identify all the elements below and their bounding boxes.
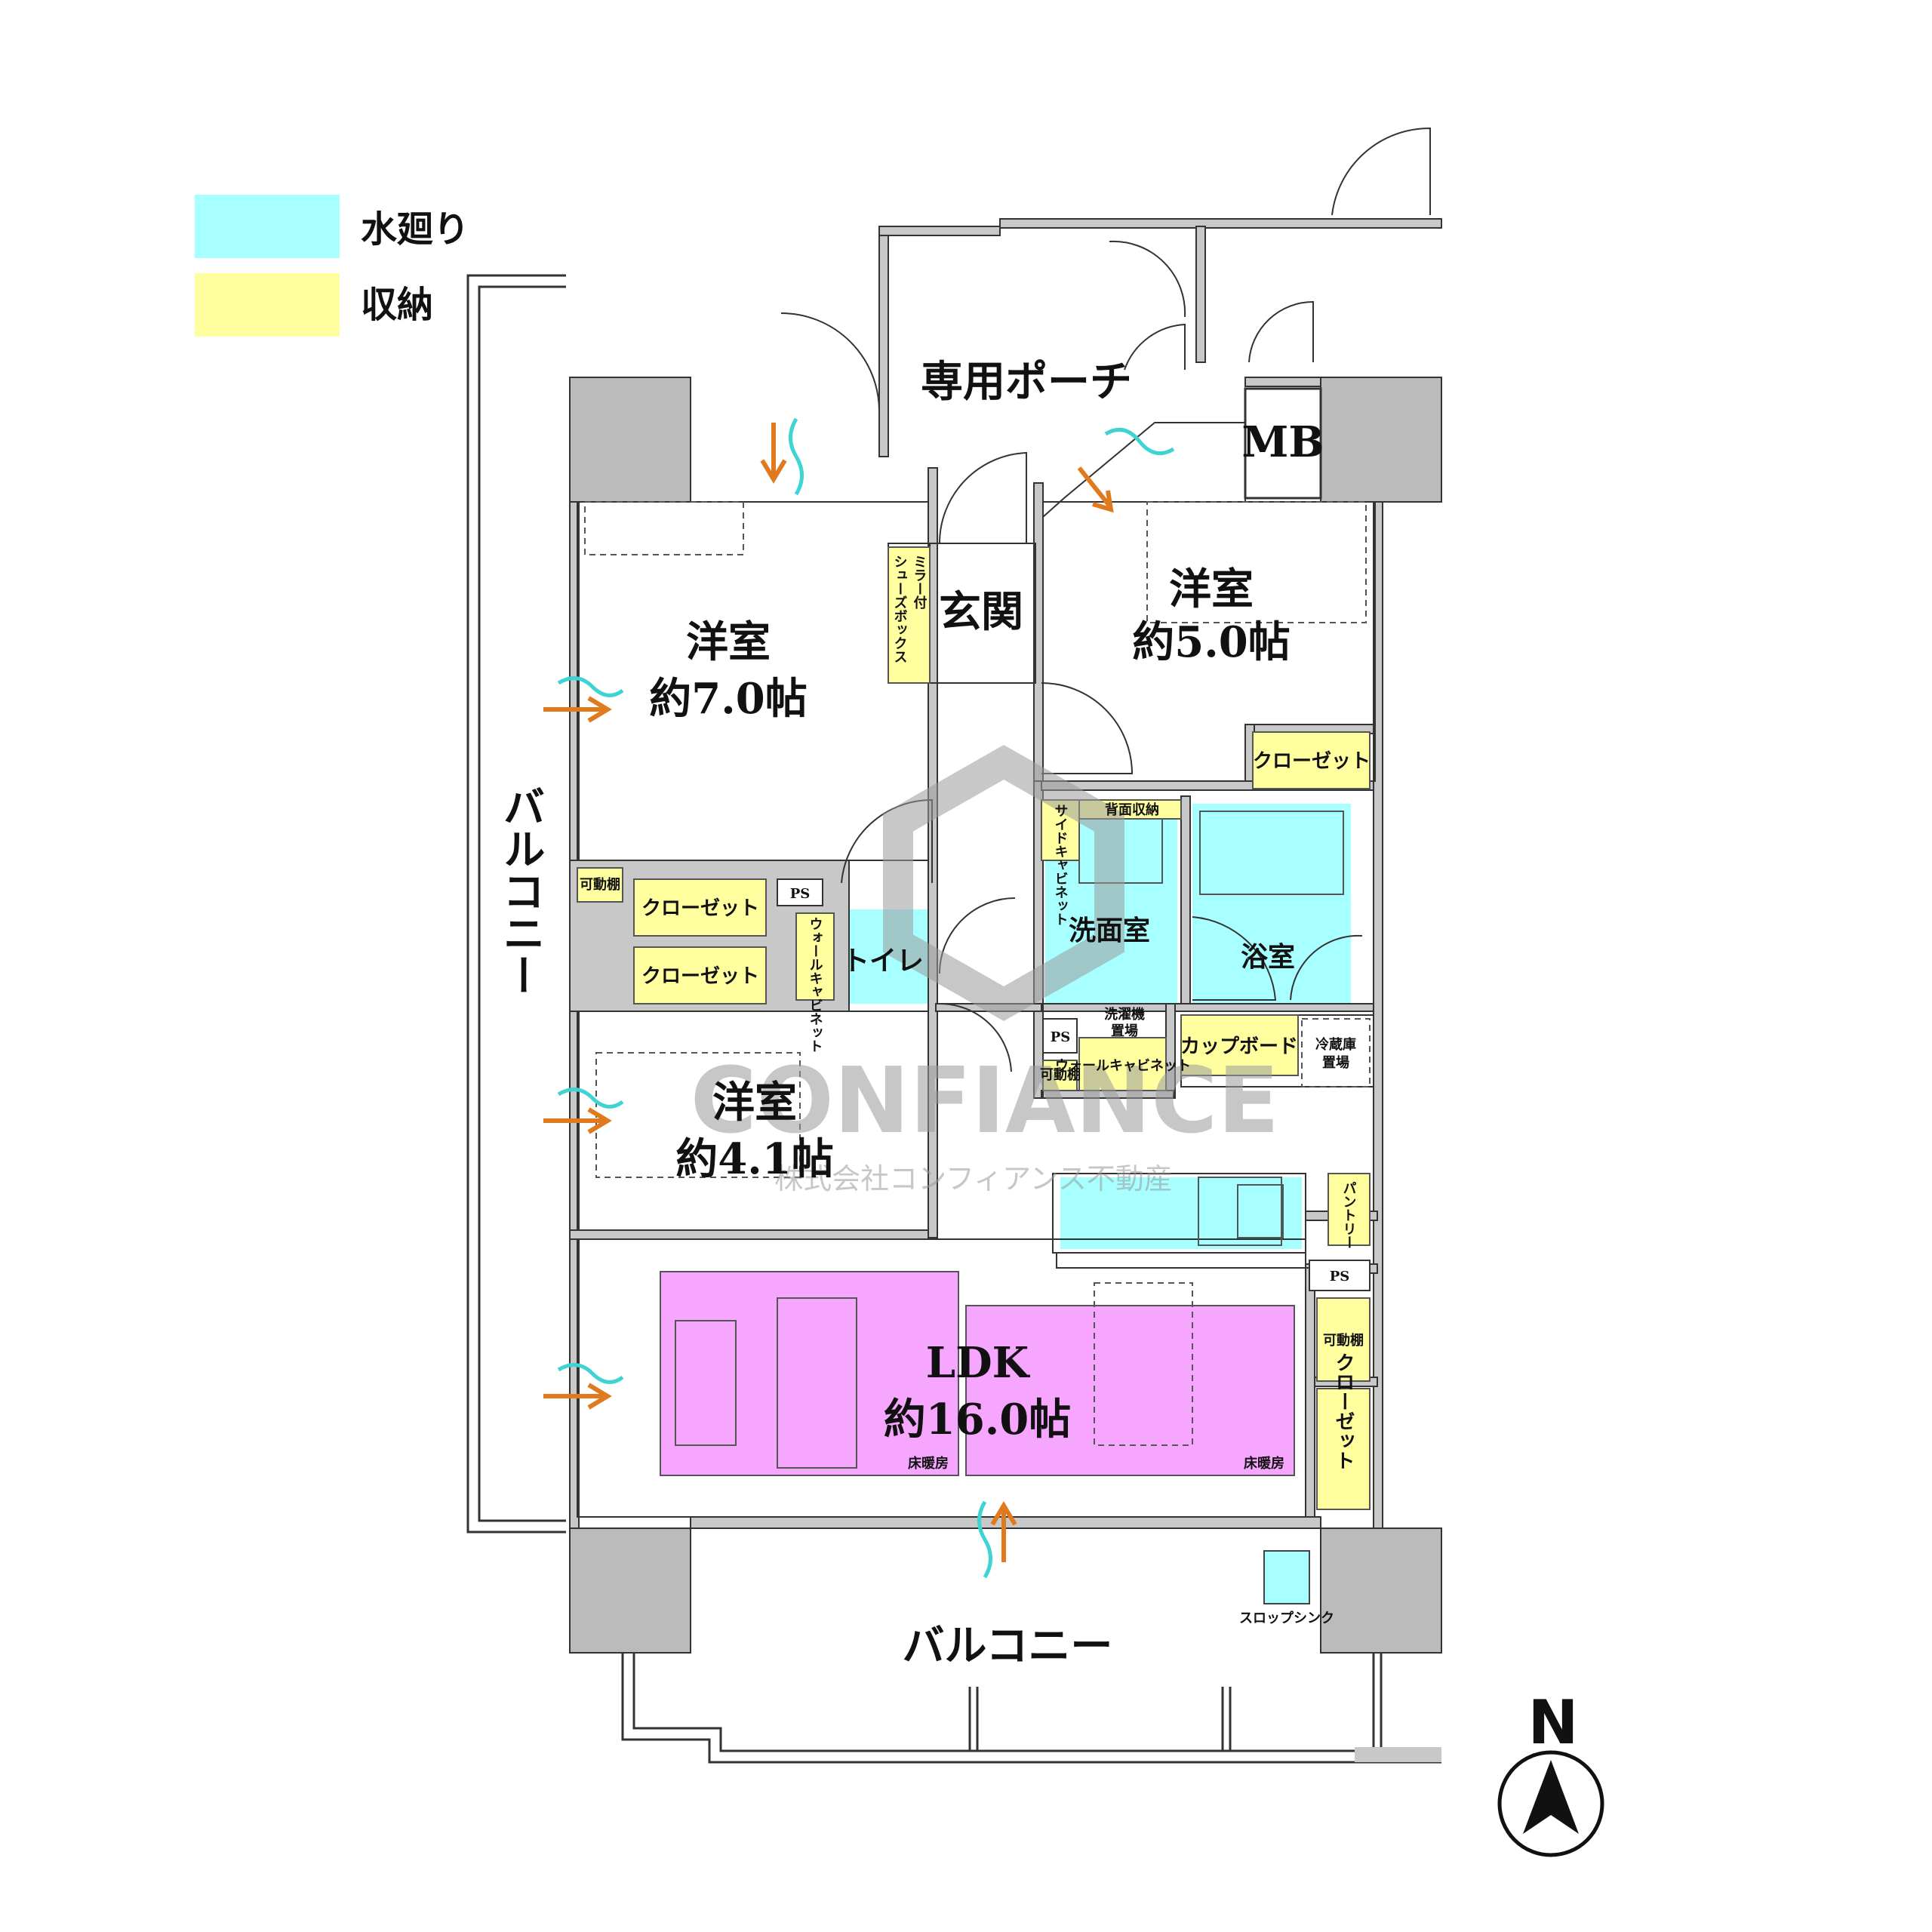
legend-label-storage: 収納 bbox=[361, 284, 433, 326]
western1-name: 洋室 bbox=[686, 617, 771, 667]
cupboard-label: カップボード bbox=[1180, 1035, 1298, 1058]
watermark-brand: CONFIANCE bbox=[691, 1049, 1279, 1154]
bath-label: 浴室 bbox=[1241, 941, 1295, 973]
legend: 水廻り 収納 bbox=[195, 195, 469, 337]
cupboard-box bbox=[1180, 1014, 1299, 1076]
closet-a-box bbox=[633, 878, 767, 937]
closet-b-box bbox=[633, 946, 767, 1004]
ps-boxes bbox=[777, 878, 1371, 1291]
floor-heating-dining bbox=[965, 1305, 1295, 1476]
porch-label: 専用ポーチ bbox=[921, 357, 1132, 407]
floor-heating-living bbox=[660, 1271, 959, 1476]
floor-heat-1-label: 床暖房 bbox=[908, 1455, 949, 1472]
wall-cabinet-wash-label: ウォールキャビネット bbox=[1055, 1058, 1191, 1074]
shoebox bbox=[888, 546, 931, 684]
floor-heat-2-label: 床暖房 bbox=[1244, 1455, 1284, 1472]
watermark-logo bbox=[883, 744, 1124, 1022]
closet-r2-box bbox=[1252, 731, 1371, 789]
closet-a-label: クローゼット bbox=[641, 897, 759, 920]
western3-name: 洋室 bbox=[712, 1078, 797, 1128]
wall-cabinet-toilet-label: ウォールキャビネット bbox=[808, 917, 823, 1053]
movable-shelf-2-label: 可動棚 bbox=[1040, 1066, 1081, 1083]
pantry-box bbox=[1327, 1173, 1371, 1246]
balcony-south bbox=[621, 1653, 1441, 1764]
shoebox-label-2: シューズボックス bbox=[892, 555, 908, 663]
ps1-label: PS bbox=[790, 886, 811, 902]
movable-shelf-1-box bbox=[577, 867, 623, 903]
shoebox-label-1: ミラー付 bbox=[912, 555, 928, 610]
entrance-label: 玄関 bbox=[939, 587, 1023, 637]
wall-cabinet-wash-box bbox=[1078, 1037, 1167, 1091]
movable-shelf-3-box bbox=[1316, 1297, 1371, 1382]
fridge-label-1: 冷蔵庫 bbox=[1315, 1036, 1356, 1053]
balcony-west bbox=[466, 274, 566, 1534]
ldk-name: LDK bbox=[926, 1338, 1031, 1388]
western3-size: 約4.1帖 bbox=[675, 1134, 833, 1184]
legend-swatch-storage bbox=[195, 273, 340, 337]
legend-swatch-water bbox=[195, 195, 340, 258]
western2-size: 約5.0帖 bbox=[1132, 617, 1290, 667]
mb-label: MB bbox=[1241, 417, 1324, 467]
fridge-label-2: 置場 bbox=[1322, 1055, 1349, 1071]
toilet-label: トイレ bbox=[842, 945, 924, 977]
column-se bbox=[1320, 1527, 1442, 1654]
column-sw bbox=[569, 1527, 691, 1654]
closet-b-label: クローゼット bbox=[641, 965, 759, 988]
balcony-south-gap bbox=[1355, 1747, 1441, 1762]
ps3-label: PS bbox=[1330, 1269, 1350, 1284]
pantry-label: パントリー bbox=[1341, 1181, 1357, 1249]
washer-label-1: 洗濯機 bbox=[1104, 1006, 1145, 1023]
western2-name: 洋室 bbox=[1169, 565, 1254, 614]
closet-ldk-label: クローゼット bbox=[1332, 1352, 1355, 1470]
column-nw bbox=[569, 377, 691, 503]
side-cabinet-label: サイドキャビネット bbox=[1053, 804, 1069, 926]
watermark-company: 株式会社コンフィアンス不動産 bbox=[774, 1162, 1173, 1195]
vent-arrows bbox=[543, 423, 1114, 1562]
movable-shelf-2-box bbox=[1042, 1060, 1078, 1091]
breeze-waves bbox=[557, 417, 1175, 1579]
wall-cabinet-toilet-box bbox=[795, 912, 835, 1001]
slop-sink bbox=[1263, 1550, 1310, 1604]
back-storage-label: 背面収納 bbox=[1105, 801, 1159, 818]
washer-label-2: 置場 bbox=[1111, 1023, 1138, 1039]
ps2-label: PS bbox=[1051, 1029, 1071, 1045]
bath-area bbox=[1192, 804, 1351, 1004]
closet-r2-label: クローゼット bbox=[1253, 750, 1371, 773]
compass-ring bbox=[1497, 1750, 1604, 1857]
movable-shelf-3-label: 可動棚 bbox=[1323, 1332, 1364, 1349]
compass-arrow-icon bbox=[1523, 1760, 1579, 1834]
balcony-south-label: バルコニー bbox=[903, 1621, 1113, 1671]
column-ne bbox=[1320, 377, 1442, 503]
closet-ldk-box bbox=[1316, 1388, 1371, 1510]
ldk-size: 約16.0帖 bbox=[884, 1395, 1071, 1444]
movable-shelf-1-label: 可動棚 bbox=[580, 876, 620, 893]
compass: N bbox=[1497, 1687, 1604, 1857]
mb-box bbox=[1244, 387, 1322, 500]
watermark: CONFIANCE 株式会社コンフィアンス不動産 bbox=[691, 744, 1279, 1195]
compass-n-label: N bbox=[1528, 1687, 1579, 1758]
legend-label-water: 水廻り bbox=[361, 208, 469, 251]
storage-boxes bbox=[577, 546, 1371, 1510]
western1-size: 約7.0帖 bbox=[649, 674, 807, 724]
slop-sink-label: スロップシンク bbox=[1239, 1610, 1334, 1626]
washroom-label: 洗面室 bbox=[1069, 915, 1150, 946]
balcony-west-label: バルコニー bbox=[496, 785, 546, 996]
